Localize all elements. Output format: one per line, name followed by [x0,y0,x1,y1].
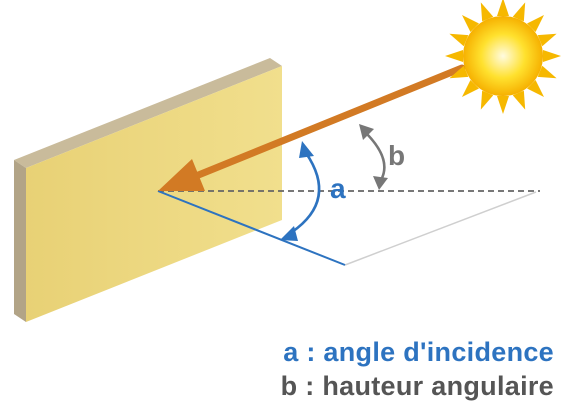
angle-b-arc [359,124,388,190]
angle-a-arc [280,141,321,241]
angle-b-letter: b [388,140,405,171]
legend-angular-height: b : hauteur angulaire [280,371,554,401]
sun-icon [445,0,561,114]
ground-plane [344,191,537,266]
angle-a-letter: a [330,173,346,204]
sun-disc [463,16,543,96]
legend-angle-incidence: a : angle d'incidence [283,337,554,367]
panel-top-edge [14,58,282,168]
vertical-panel [14,58,282,322]
light-ray-arrow [158,64,466,191]
sun-rays [445,0,561,114]
panel-side-edge [14,160,26,322]
panel-normal-line [157,190,346,266]
panel-face [26,66,282,322]
